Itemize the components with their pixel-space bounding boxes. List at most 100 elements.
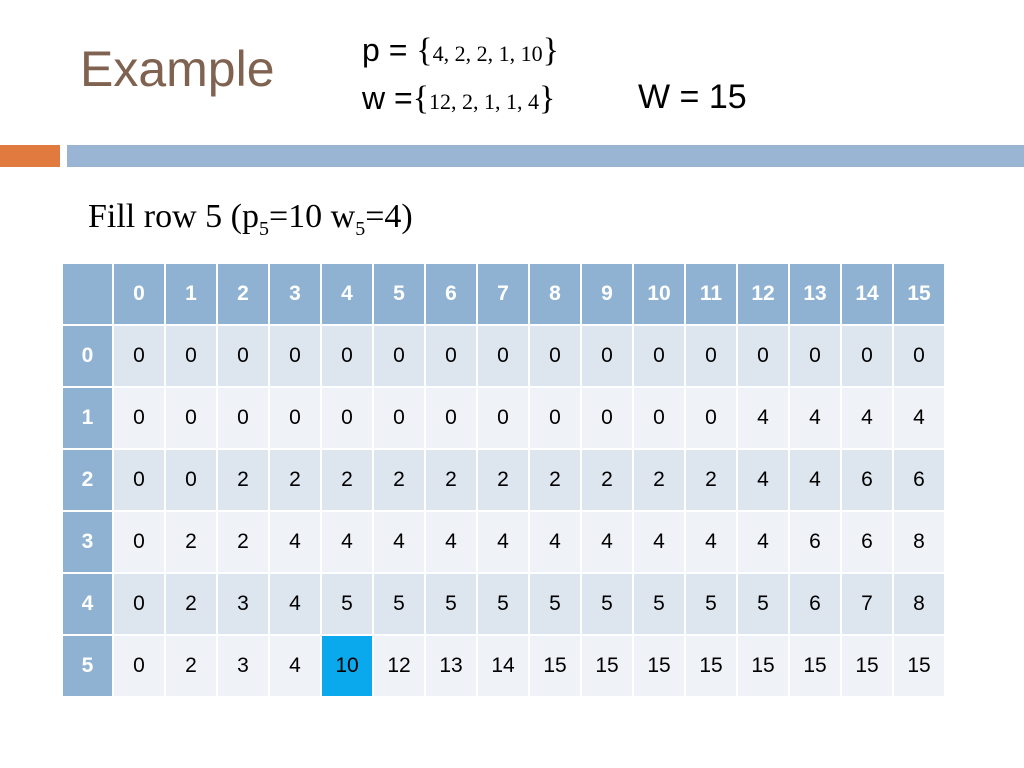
table-cell: 6	[788, 572, 842, 636]
subtitle-end: =4)	[365, 198, 413, 235]
column-header: 8	[528, 262, 582, 326]
column-header: 5	[372, 262, 426, 326]
row-header: 0	[61, 324, 114, 388]
table-cell: 15	[632, 634, 686, 698]
column-header: 13	[788, 262, 842, 326]
table-cell: 4	[684, 510, 738, 574]
row-header: 1	[61, 386, 114, 450]
highlighted-cell: 10	[320, 634, 374, 698]
capacity-label: W = 15	[638, 78, 747, 116]
row-header: 4	[61, 572, 114, 636]
subtitle-text: Fill row 5 (p	[88, 198, 259, 235]
table-cell: 0	[372, 386, 426, 450]
column-header: 4	[320, 262, 374, 326]
table-cell: 0	[268, 324, 322, 388]
table-cell: 0	[528, 324, 582, 388]
table-cell: 5	[580, 572, 634, 636]
column-header: 10	[632, 262, 686, 326]
table-cell: 4	[788, 448, 842, 512]
table-cell: 4	[320, 510, 374, 574]
table-cell: 0	[112, 324, 166, 388]
table-cell: 2	[268, 448, 322, 512]
table-cell: 5	[528, 572, 582, 636]
table-cell: 4	[476, 510, 530, 574]
table-cell: 3	[216, 572, 270, 636]
table-cell: 0	[476, 324, 530, 388]
table-cell: 15	[736, 634, 790, 698]
column-header: 12	[736, 262, 790, 326]
column-header: 2	[216, 262, 270, 326]
table-cell: 3	[216, 634, 270, 698]
table-cell: 0	[424, 386, 478, 450]
table-cell: 2	[580, 448, 634, 512]
table-cell: 4	[892, 386, 946, 450]
table-cell: 6	[840, 510, 894, 574]
table-cell: 13	[424, 634, 478, 698]
table-cell: 0	[216, 386, 270, 450]
table-cell: 6	[840, 448, 894, 512]
table-cell: 4	[736, 386, 790, 450]
table-cell: 0	[372, 324, 426, 388]
table-cell: 0	[112, 386, 166, 450]
column-header: 11	[684, 262, 738, 326]
slide-title: Example	[80, 41, 275, 97]
row-header: 3	[61, 510, 114, 574]
column-header: 7	[476, 262, 530, 326]
table-cell: 15	[528, 634, 582, 698]
table-cell: 14	[476, 634, 530, 698]
table-cell: 0	[216, 324, 270, 388]
subtitle-mid: =10 w	[268, 198, 356, 235]
table-cell: 0	[476, 386, 530, 450]
table-cell: 0	[112, 572, 166, 636]
table-cell: 5	[632, 572, 686, 636]
table-cell: 5	[320, 572, 374, 636]
table-cell: 0	[632, 386, 686, 450]
table-cell: 4	[788, 386, 842, 450]
accent-bar-blue	[67, 145, 1024, 167]
corner-cell	[61, 262, 114, 326]
column-header: 3	[268, 262, 322, 326]
subtitle: Fill row 5 (p5=10 w5=4)	[88, 200, 413, 239]
table-cell: 0	[580, 324, 634, 388]
table-cell: 2	[372, 448, 426, 512]
table-cell: 0	[164, 324, 218, 388]
open-brace: {	[412, 80, 430, 117]
table-cell: 4	[528, 510, 582, 574]
table-cell: 0	[840, 324, 894, 388]
table-cell: 8	[892, 572, 946, 636]
weights-values: 12, 2, 1, 1, 4	[429, 89, 540, 114]
table-cell: 4	[424, 510, 478, 574]
table-cell: 0	[528, 386, 582, 450]
table-cell: 6	[788, 510, 842, 574]
table-cell: 2	[632, 448, 686, 512]
column-header: 0	[112, 262, 166, 326]
column-header: 15	[892, 262, 946, 326]
table-cell: 0	[320, 324, 374, 388]
table-cell: 2	[320, 448, 374, 512]
table-cell: 0	[580, 386, 634, 450]
row-header: 5	[61, 634, 114, 698]
table-cell: 4	[372, 510, 426, 574]
table-cell: 0	[164, 386, 218, 450]
table-cell: 2	[684, 448, 738, 512]
table-cell: 4	[268, 572, 322, 636]
table-cell: 15	[788, 634, 842, 698]
subscript: 5	[258, 217, 269, 240]
table-cell: 4	[840, 386, 894, 450]
table-cell: 15	[840, 634, 894, 698]
table-cell: 0	[112, 448, 166, 512]
profits-values: 4, 2, 2, 1, 10	[432, 41, 543, 66]
weights-label: w =	[362, 80, 413, 116]
table-cell: 0	[788, 324, 842, 388]
table-cell: 12	[372, 634, 426, 698]
table-cell: 5	[424, 572, 478, 636]
table-cell: 2	[164, 634, 218, 698]
table-cell: 0	[320, 386, 374, 450]
table-cell: 0	[892, 324, 946, 388]
table-cell: 7	[840, 572, 894, 636]
weights-set: w ={12, 2, 1, 1, 4}	[362, 82, 555, 116]
